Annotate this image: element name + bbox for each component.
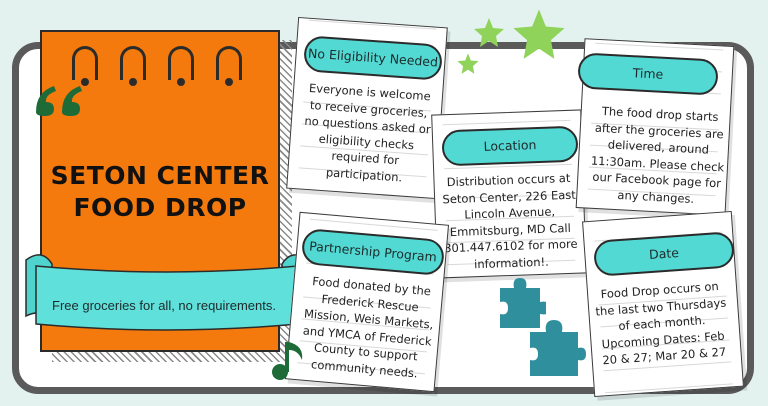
spiral-ring — [216, 46, 242, 86]
tagline: Free groceries for all, no requirements. — [52, 298, 276, 313]
spiral-ring — [72, 46, 98, 86]
time-text: The food drop starts after the groceries… — [590, 104, 725, 206]
star-icon — [513, 9, 565, 59]
music-note-icon — [272, 342, 303, 380]
puzzle-piece-icon — [530, 320, 586, 376]
time-heading: Time — [577, 52, 719, 96]
spiral-ring — [168, 46, 194, 86]
quote-icon — [32, 82, 88, 122]
partnership-text: Food donated by the Frederick Rescue Mis… — [302, 273, 434, 380]
tagline-ribbon — [25, 254, 309, 331]
eligibility-text: Everyone is welcome to receive groceries… — [304, 80, 432, 185]
spiral-ring — [120, 46, 146, 86]
poster-title: SETON CENTER FOOD DROP — [40, 160, 280, 224]
star-icon — [474, 18, 504, 47]
date-text: Food Drop occurs on the last two Thursda… — [595, 278, 727, 368]
location-text: Distribution occurs at Seton Center, 226… — [442, 170, 578, 271]
title-line-1: SETON CENTER — [50, 161, 270, 190]
location-heading: Location — [441, 125, 579, 167]
puzzle-piece-icon — [500, 278, 546, 328]
title-line-2: FOOD DROP — [73, 193, 247, 222]
star-icon — [457, 53, 479, 74]
